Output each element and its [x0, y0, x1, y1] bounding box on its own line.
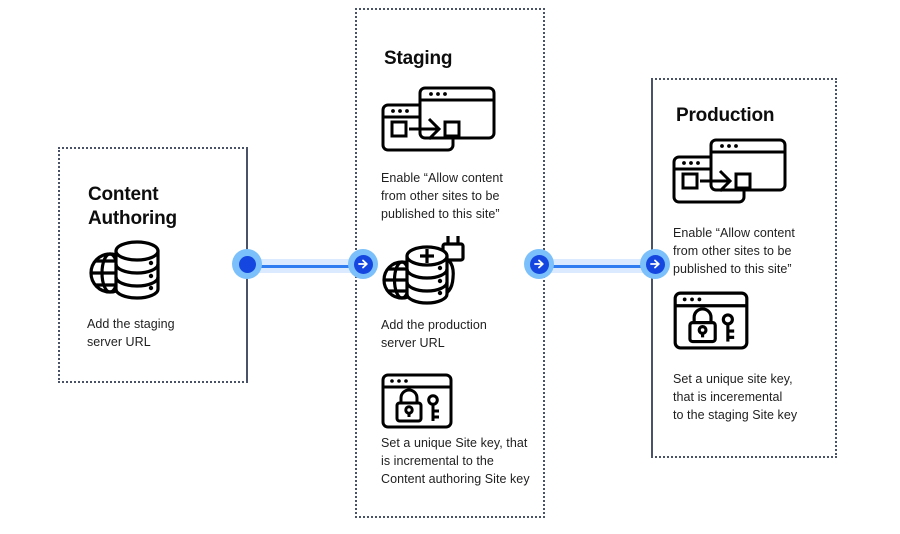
caption-unique-site-key-production: Set a unique site key, that is inceremen…	[673, 372, 798, 422]
caption-add-production-url: Add the production server URL	[381, 318, 487, 350]
arrow-right-icon	[529, 254, 549, 274]
arrow-right-icon	[645, 254, 665, 274]
caption-enable-allow-content-production: Enable “Allow content from other sites t…	[673, 226, 795, 276]
connector-line	[534, 265, 656, 268]
windows-transfer-icon	[672, 138, 787, 209]
column-staging: Staging	[355, 8, 545, 518]
arrow-right-node[interactable]	[640, 249, 670, 279]
arrow-right-icon	[353, 254, 373, 274]
caption-add-staging-url: Add the staging server URL	[87, 317, 175, 349]
browser-lock-key-icon	[381, 373, 453, 434]
page-title-content-authoring: Content Authoring	[88, 184, 177, 229]
connector-staging-to-production	[524, 249, 670, 283]
arrow-right-node[interactable]	[348, 249, 378, 279]
circle-core-icon	[238, 255, 256, 273]
arrow-right-node[interactable]	[524, 249, 554, 279]
caption-enable-allow-content-staging: Enable “Allow content from other sites t…	[381, 171, 503, 221]
database-globe-plug-plus-icon	[381, 234, 473, 319]
column-content-authoring: Content Authoring	[58, 147, 248, 383]
page-title-production: Production	[676, 105, 775, 126]
connector-line	[242, 265, 364, 268]
column-staging-inner: Staging	[357, 10, 543, 516]
caption-unique-site-key-staging: Set a unique Site key, that is increment…	[381, 436, 530, 486]
connector-authoring-to-staging	[232, 249, 378, 283]
column-content-authoring-inner: Content Authoring	[60, 149, 246, 381]
windows-transfer-icon	[381, 86, 496, 157]
column-production: Production	[651, 78, 837, 458]
column-production-inner: Production	[653, 80, 835, 456]
page-title-staging: Staging	[384, 48, 453, 69]
browser-lock-key-icon	[673, 291, 749, 355]
database-globe-icon	[86, 233, 164, 310]
filled-circle-node[interactable]	[232, 249, 262, 279]
